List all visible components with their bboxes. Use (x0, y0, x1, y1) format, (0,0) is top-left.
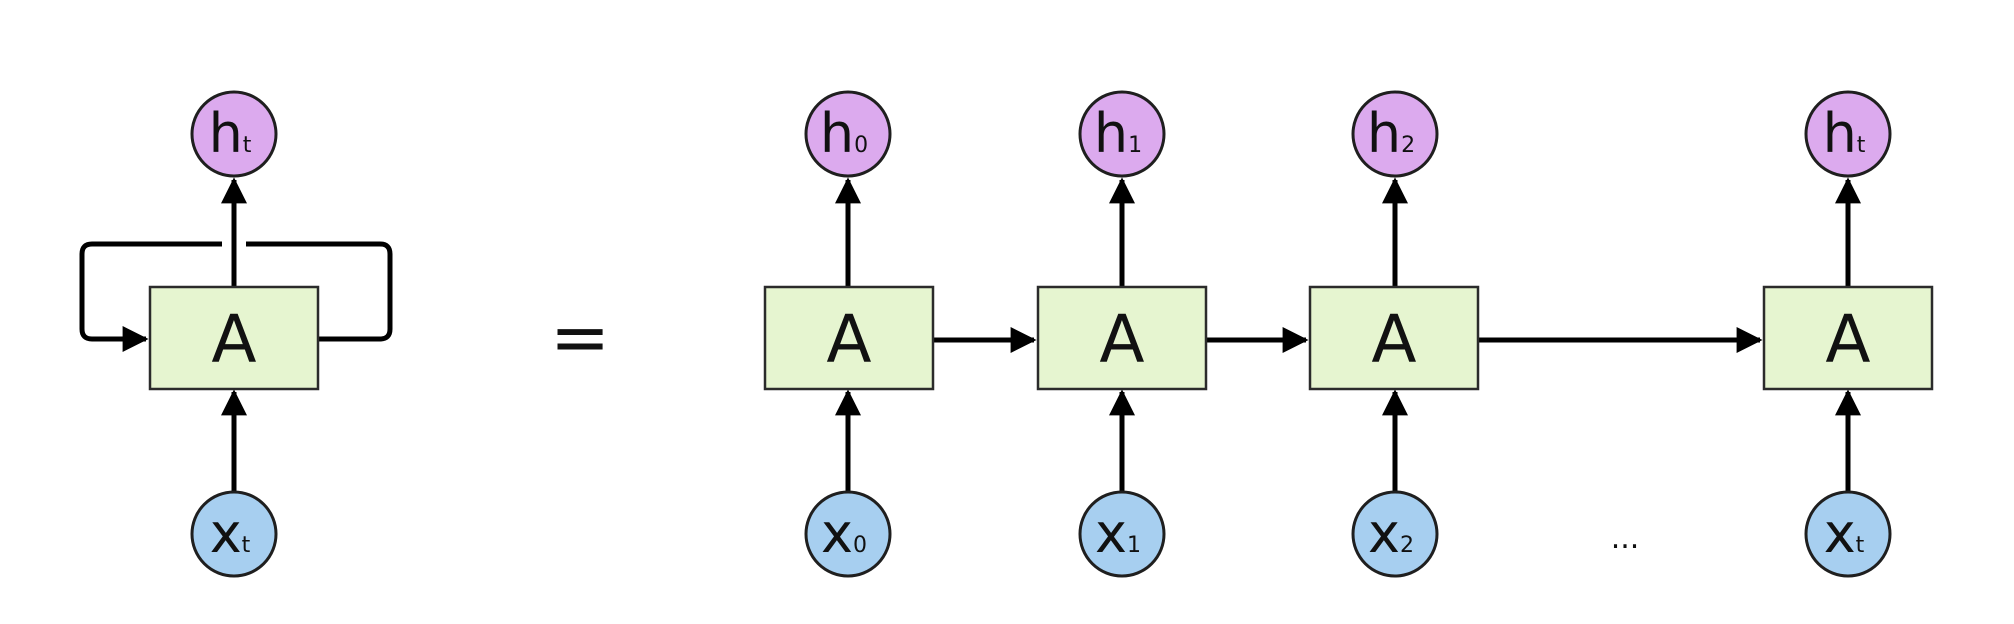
input-sub-t: t (1856, 533, 1865, 558)
rnn-cell-1 (1036, 285, 1208, 391)
rnn-cell-2 (1308, 285, 1480, 391)
input-main-2: x (1368, 502, 1400, 565)
output-main-0: h (820, 102, 854, 165)
input-label-1: x1 (1095, 502, 1141, 565)
ellipsis: ... (1611, 521, 1640, 556)
rolled-rnn: A ht xt (79, 90, 393, 578)
cell-label-2: A (1371, 301, 1416, 378)
input-node-0 (804, 490, 892, 578)
unrolled-rnn: A h0 x0 A h1 x1 (763, 90, 1934, 578)
time-step-2: A h2 x2 (1308, 90, 1480, 578)
rolled-input-main: x (210, 502, 242, 565)
input-sub-0: 0 (853, 533, 867, 558)
output-sub-t: t (1857, 133, 1866, 158)
rolled-output-label: ht (209, 102, 252, 165)
output-main-t: h (1823, 102, 1857, 165)
input-label-t: xt (1824, 502, 1865, 565)
output-label-t: ht (1823, 102, 1866, 165)
input-node-2 (1351, 490, 1439, 578)
input-node-1 (1078, 490, 1166, 578)
input-main-0: x (821, 502, 853, 565)
rolled-input-node (190, 490, 278, 578)
output-main-2: h (1367, 102, 1401, 165)
rolled-output-sub: t (243, 133, 252, 158)
output-main-1: h (1094, 102, 1128, 165)
input-label-0: x0 (821, 502, 867, 565)
output-node-0 (804, 90, 892, 178)
recurrent-loop-arrow-return (79, 241, 222, 352)
rolled-input-label: xt (210, 502, 251, 565)
rnn-cell-t (1762, 285, 1934, 391)
output-node-t (1804, 90, 1892, 178)
input-main-t: x (1824, 502, 1856, 565)
output-label-2: h2 (1367, 102, 1415, 165)
input-sub-2: 2 (1400, 533, 1414, 558)
output-label-0: h0 (820, 102, 868, 165)
rolled-output-node (190, 90, 278, 178)
equals-sign: = (550, 295, 610, 379)
output-sub-2: 2 (1401, 133, 1415, 158)
output-sub-1: 1 (1128, 133, 1142, 158)
input-main-1: x (1095, 502, 1127, 565)
cell-label-t: A (1825, 301, 1870, 378)
input-sub-1: 1 (1127, 533, 1141, 558)
output-node-1 (1078, 90, 1166, 178)
cell-label-0: A (826, 301, 871, 378)
input-label-2: x2 (1368, 502, 1414, 565)
output-label-1: h1 (1094, 102, 1142, 165)
recurrent-loop-arrow (246, 241, 393, 342)
input-node-t (1804, 490, 1892, 578)
rolled-rnn-cell (148, 285, 320, 391)
rolled-input-sub: t (242, 533, 251, 558)
rolled-cell-label: A (211, 301, 256, 378)
rolled-output-main: h (209, 102, 243, 165)
time-step-1: A h1 x1 (1036, 90, 1208, 578)
time-step-0: A h0 x0 (763, 90, 935, 578)
rnn-cell-0 (763, 285, 935, 391)
cell-label-1: A (1099, 301, 1144, 378)
time-step-t: A ht xt (1762, 90, 1934, 578)
output-sub-0: 0 (854, 133, 868, 158)
output-node-2 (1351, 90, 1439, 178)
